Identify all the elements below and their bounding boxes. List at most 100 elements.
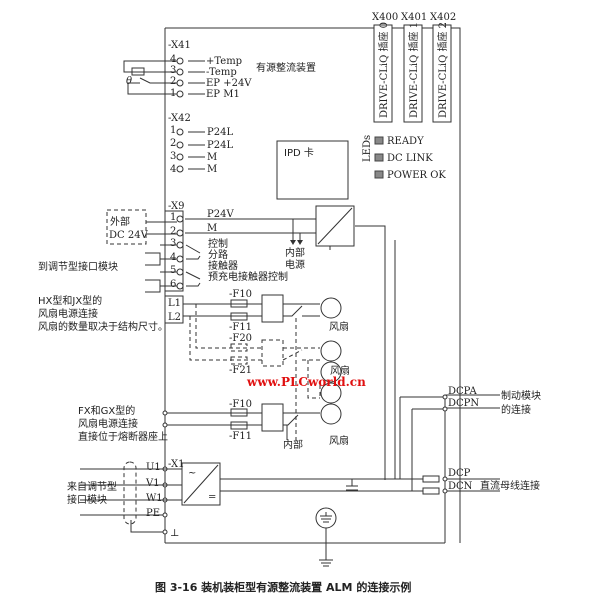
dc-connections: DCPA DCPN 制动模块 的连接 DCP DCN 直流母线连接: [385, 226, 541, 543]
dcpn-label: DCPN: [448, 398, 479, 409]
x41-signal: EP +24V: [206, 78, 252, 89]
brake-label: 的连接: [501, 403, 531, 416]
x1-power-terminal: -X1 U1 V1 W1 PE ~ = ⊥ 来自调节型 接口模块: [67, 459, 445, 567]
x402-desc: DRIVE-CLiQ 插座 2: [436, 22, 449, 118]
x41-signal: EP M1: [206, 89, 240, 100]
x42-signal: P24L: [207, 140, 233, 151]
ipd-card-label: IPD 卡: [284, 146, 314, 159]
dc-dc-converter: [315, 205, 355, 247]
hx-note: 风扇电源连接: [38, 307, 98, 320]
x400-label: X400: [372, 12, 398, 23]
fx-note: FX和GX型的: [78, 404, 135, 417]
x42-signal: M: [207, 152, 217, 163]
figure-caption: 图 3-16 装机装柜型有源整流装置 ALM 的连接示例: [155, 580, 411, 594]
fuse-f11: [230, 312, 248, 321]
x42-terminal-block: -X42 1 2 3 4 P24L P24L M M: [168, 113, 233, 175]
x9-p24v: P24V: [207, 209, 234, 220]
led-dc-link: [374, 153, 384, 162]
x9-pin: 2: [170, 226, 176, 237]
led-ready-label: READY: [387, 136, 424, 147]
fuse-dcn: [422, 487, 440, 495]
x9-m: M: [207, 223, 217, 234]
f21-label: -F21: [229, 365, 252, 376]
fx-note: 直接位于熔断器座上: [78, 430, 168, 443]
x9-label: -X9: [168, 201, 185, 212]
x42-pin: 1: [170, 125, 176, 136]
fuse-f21: [230, 356, 248, 365]
dcp-label: DCP: [448, 468, 471, 479]
leds: LEDs READY DC LINK POWER OK: [362, 135, 446, 181]
x9-pin: 4: [170, 252, 176, 263]
u1-label: U1: [146, 462, 161, 473]
x402-socket[interactable]: [432, 24, 452, 123]
fuse-f20: [230, 343, 248, 352]
x401-socket[interactable]: [403, 24, 423, 123]
protective-earth-icon: [315, 507, 337, 529]
led-dc-link-label: DC LINK: [387, 153, 433, 164]
hx-note: 风扇的数量取决于结构尺寸。: [38, 320, 168, 333]
x400-desc: DRIVE-CLiQ 插座 0: [377, 22, 390, 118]
internal-power-label: 内部: [285, 246, 305, 259]
x9-terminal-block: -X9 1 2 3 4 5 6 P24V M 内部 电源 控制 分路 接触器 预…: [38, 201, 386, 480]
device-title: 有源整流装置: [256, 61, 316, 74]
x9-pin: 6: [170, 279, 176, 290]
hx-note: HX型和JX型的: [38, 294, 102, 307]
external-label: 外部: [110, 215, 130, 228]
watermark: www.PLCworld.cn: [246, 375, 366, 389]
x9-pin: 5: [170, 265, 176, 276]
dc-symbol: =: [208, 492, 216, 503]
f10-label: -F10: [229, 399, 252, 410]
led-ready: [374, 136, 384, 145]
transformer-icon: [261, 339, 284, 367]
fx-note: 风扇电源连接: [78, 417, 138, 430]
x41-pin: 4: [170, 54, 176, 65]
f20-label: -F20: [229, 333, 252, 344]
from-module-label: 来自调节型: [67, 480, 117, 493]
x402-label: X402: [430, 12, 456, 23]
w1-label: W1: [146, 493, 163, 504]
x42-signal: M: [207, 164, 217, 175]
x401-desc: DRIVE-CLiQ 插座 1: [407, 22, 420, 118]
x41-pin: 3: [170, 65, 176, 76]
external-dc24v-label: DC 24V: [109, 230, 149, 241]
fan-icon: [320, 297, 342, 319]
dcpa-label: DCPA: [448, 386, 477, 397]
fuse-dcp: [422, 475, 440, 483]
ctrl-label: 接触器: [208, 259, 238, 272]
fan-supply: L1 L2 HX型和JX型的 风扇电源连接 风扇的数量取决于结构尺寸。 -F10…: [38, 289, 366, 451]
precharge-label: 预充电接触器控制: [208, 270, 288, 283]
x42-label: -X42: [168, 113, 191, 124]
internal-power-label: 电源: [285, 258, 305, 271]
fan-icon: [320, 361, 342, 383]
fuse-f11: [230, 421, 248, 430]
x42-pin: 2: [170, 138, 176, 149]
f11-label: -F11: [229, 322, 252, 333]
fan-label: 风扇: [329, 320, 349, 333]
x9-pin: 3: [170, 238, 176, 249]
theta-symbol: θ: [126, 76, 132, 87]
x42-pin: 4: [170, 164, 176, 175]
x41-signal: -Temp: [206, 67, 237, 78]
transformer-icon: [261, 403, 284, 432]
fan-icon: [320, 382, 342, 404]
l1-label: L1: [168, 298, 181, 309]
brake-label: 制动模块: [501, 389, 541, 402]
pe-label: PE: [146, 508, 160, 519]
dcn-label: DCN: [448, 481, 473, 492]
x401-label: X401: [401, 12, 427, 23]
leds-title: LEDs: [362, 135, 373, 162]
fan-label: 风扇: [329, 434, 349, 447]
internal-label: 内部: [283, 438, 303, 451]
arrow-icon: [290, 240, 303, 245]
fan-label: 风扇: [330, 364, 350, 377]
to-module-label: 到调节型接口模块: [38, 260, 118, 273]
rectifier-converter: [181, 462, 221, 506]
f11-label: -F11: [229, 431, 252, 442]
ac-symbol: ~: [188, 468, 196, 479]
thermistor-icon: [131, 67, 145, 76]
x1-label: -X1: [168, 459, 185, 470]
fan-icon: [320, 340, 342, 362]
x400-socket[interactable]: [373, 24, 393, 123]
v1-label: V1: [145, 478, 160, 489]
